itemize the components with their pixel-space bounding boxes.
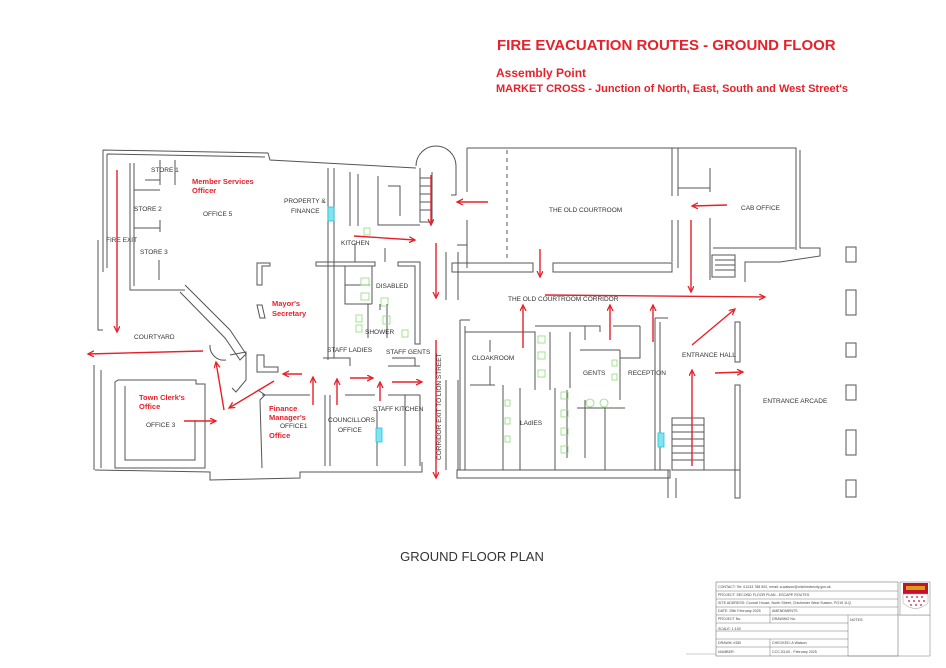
occupant-label: Finance — [269, 404, 297, 413]
room-label: THE OLD COURTROOM — [549, 207, 622, 214]
route-arrow — [692, 205, 728, 206]
room-label: FIRE EXIT — [106, 237, 137, 244]
tb-project: PROJECT: SECOND FLOOR PLAN - ESCAPE ROUT… — [718, 593, 810, 597]
room-label: SHOWER — [365, 329, 395, 336]
plan-title: GROUND FLOOR PLAN — [400, 549, 544, 564]
page-title: FIRE EVACUATION ROUTES - GROUND FLOOR — [497, 37, 836, 54]
corridor-label: CORRIDOR EXIT TO LION STREET — [436, 353, 443, 460]
room-label: STAFF GENTS — [386, 349, 431, 356]
room-label: OFFICE 3 — [146, 422, 176, 429]
tb-project-no: PROJECT No. — [718, 617, 741, 621]
route-arrow — [691, 309, 735, 346]
room-label: STAFF LADIES — [327, 347, 373, 354]
room-label: THE OLD COURTROOM CORRIDOR — [508, 296, 619, 303]
occupant-labels: Member Services Officer Mayor's Secretar… — [139, 177, 307, 440]
walls — [93, 145, 459, 481]
sanitary-fixtures — [327, 206, 665, 454]
walls-east — [451, 147, 857, 499]
room-label: OFFICE — [338, 427, 362, 434]
occupant-label: Office — [139, 402, 160, 411]
route-arrow — [353, 235, 415, 240]
room-label: OFFICE1 — [280, 423, 308, 430]
route-arrow — [88, 351, 204, 354]
room-label: STORE 3 — [140, 249, 168, 256]
tb-drawn: DRAWN: KDB — [718, 641, 741, 645]
room-labels: STORE 1 STORE 2 STORE 3 FIRE EXIT OFFICE… — [106, 167, 828, 460]
tb-date: DATE: 25th February 2025 — [718, 609, 761, 613]
tb-number: NUMBER: — [718, 650, 735, 654]
city-crest-logo — [899, 581, 931, 616]
assembly-point-location: MARKET CROSS - Junction of North, East, … — [496, 83, 848, 95]
room-label: CAB OFFICE — [741, 205, 781, 212]
tb-drawing-no: DRAWING No. — [772, 617, 796, 621]
occupant-label: Mayor's — [272, 299, 300, 308]
occupant-label: Secretary — [272, 309, 307, 318]
tb-site: SITE ADDRESS: Council House, North Stree… — [718, 601, 851, 605]
room-label: GENTS — [583, 370, 606, 377]
room-label: LAdIES — [520, 420, 543, 427]
room-label: RECEPTION — [628, 370, 666, 377]
occupant-label: Office — [269, 431, 290, 440]
room-label: COUNCILLORS — [328, 417, 376, 424]
route-arrow — [544, 295, 765, 297]
tb-scale: SCALE: 1:100 — [718, 627, 741, 631]
occupant-label: Town Clerk's — [139, 393, 185, 402]
assembly-point-label: Assembly Point — [496, 66, 586, 80]
room-label: ENTRANCE HALL — [682, 352, 736, 359]
tb-amendments: AMENDMENTS — [772, 609, 798, 613]
tb-checked: CHECKED: A Watson — [772, 641, 807, 645]
room-label: DISABLED — [376, 283, 408, 290]
route-arrow — [229, 380, 275, 408]
room-label: STAFF KITCHEN — [373, 406, 424, 413]
room-label: FINANCE — [291, 208, 320, 215]
tb-contact: CONTACT: Tel: 01243 788 502, email: a.wa… — [718, 585, 831, 589]
title-block: CONTACT: Tel: 01243 788 502, email: a.wa… — [686, 581, 931, 657]
room-label: ENTRANCE ARCADE — [763, 398, 828, 405]
tb-notes: NOTES: — [850, 618, 863, 622]
occupant-label: Manager's — [269, 413, 306, 422]
route-arrow — [216, 362, 225, 411]
room-label: OFFICE 5 — [203, 211, 233, 218]
tb-number-value: CCC-03-00 - February 2025 — [772, 650, 817, 654]
evacuation-routes — [88, 170, 765, 478]
occupant-label: Officer — [192, 186, 216, 195]
route-arrow — [714, 372, 743, 373]
room-label: PROPERTY & — [284, 198, 326, 205]
room-label: CLOAKROOM — [472, 355, 514, 362]
sink-icon — [327, 206, 335, 222]
room-label: STORE 2 — [134, 206, 162, 213]
room-label: KITCHEN — [341, 240, 370, 247]
room-label: STORE 1 — [151, 167, 179, 174]
occupant-label: Member Services — [192, 177, 254, 186]
room-label: COURTYARD — [134, 334, 175, 341]
